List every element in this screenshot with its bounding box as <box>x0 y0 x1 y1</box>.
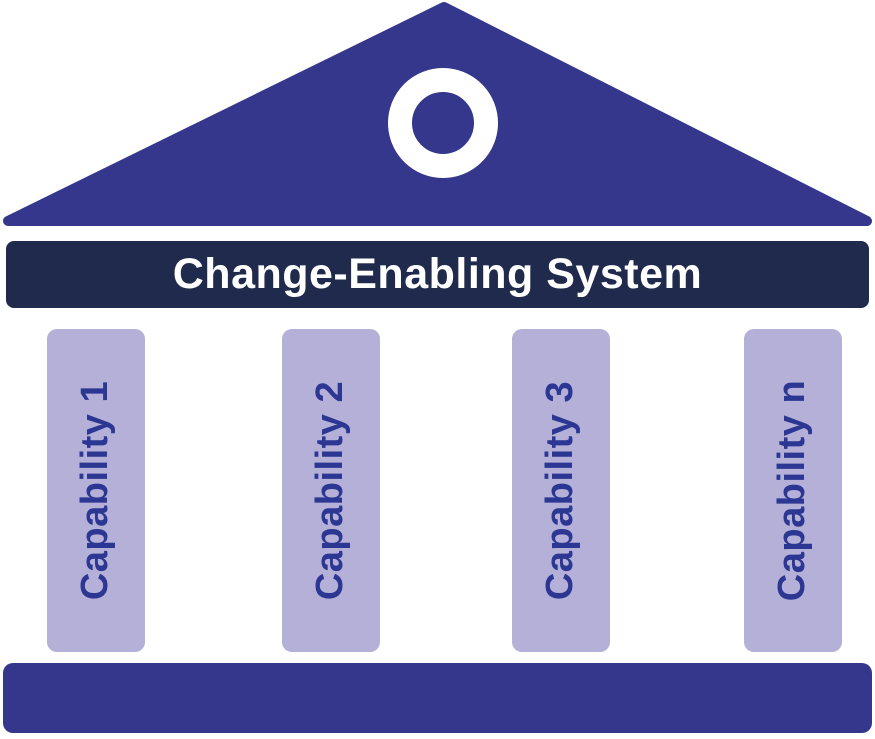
pillar-capability-3: Capability 3 <box>512 329 610 652</box>
pillar-label: Capability n <box>771 379 814 602</box>
base-bar <box>3 663 872 733</box>
pillar-label: Capability 1 <box>74 380 117 601</box>
pillar-capability-2: Capability 2 <box>282 329 380 652</box>
pediment <box>3 2 872 226</box>
pediment-triangle <box>3 2 872 226</box>
pillar-label: Capability 3 <box>539 380 582 601</box>
pillar-capability-1: Capability 1 <box>47 329 145 652</box>
diagram-title: Change-Enabling System <box>172 250 703 298</box>
oculus-ring-icon <box>388 68 498 178</box>
pillar-label: Capability 2 <box>309 380 352 601</box>
pillar-capability-n: Capability n <box>744 329 842 652</box>
entablature-banner: Change-Enabling System <box>6 241 869 308</box>
